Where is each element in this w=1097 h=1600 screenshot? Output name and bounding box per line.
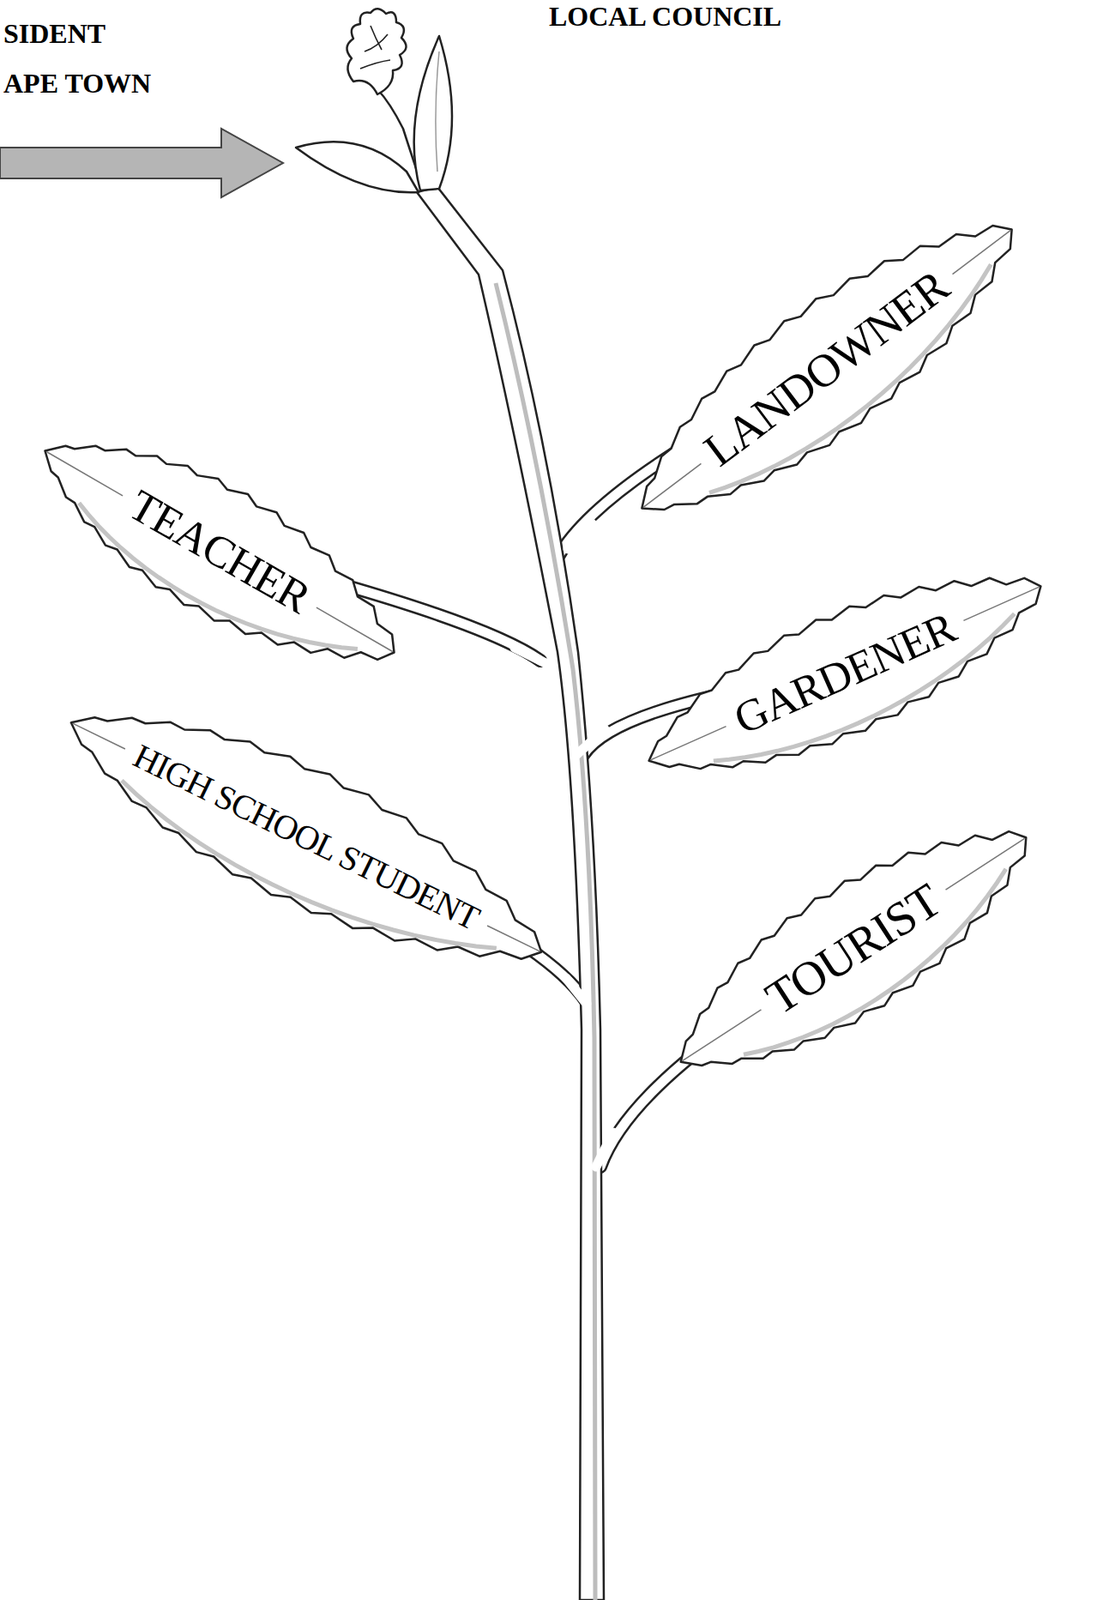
- leaf-shape: GARDENER: [608, 507, 1082, 838]
- caption-label: APE TOWN: [3, 68, 151, 99]
- leaf-midrib: [72, 723, 541, 952]
- leaf-label-box: LANDOWNER: [583, 156, 1071, 583]
- leaf-label: LANDOWNER: [695, 260, 959, 477]
- leaf-shape: LANDOWNER: [583, 156, 1071, 583]
- flower-detail: [360, 25, 391, 69]
- leaf-midrib: [681, 837, 1025, 1061]
- leaf-label-box: TEACHER: [0, 372, 445, 731]
- leaf-edge: [645, 783, 1061, 1116]
- leaf-edge: [624, 530, 1066, 817]
- stalk-join: [596, 1132, 614, 1167]
- top-leaf: [414, 36, 453, 191]
- leaf-shape: TOURIST: [626, 760, 1080, 1139]
- small-leaf: [295, 141, 419, 193]
- leaf-edge: [42, 662, 572, 1013]
- leaf-label-box: HIGH SCHOOL STUDENT: [24, 638, 589, 1037]
- leaf-shading: [736, 868, 1028, 1077]
- leaf-label-box: TOURIST: [626, 760, 1080, 1139]
- leaf-shading: [701, 264, 1014, 513]
- leaf-edge: [603, 178, 1051, 560]
- stalk-join: [514, 647, 549, 665]
- leaf-midrib: [46, 452, 393, 652]
- leaf-midrib: [650, 586, 1039, 760]
- caption-label: LOCAL COUNCIL: [548, 1, 782, 32]
- caption-label: SIDENT: [3, 18, 106, 49]
- leaf-label: HIGH SCHOOL STUDENT: [127, 736, 485, 937]
- stalk-join: [576, 729, 605, 755]
- stalk-joins: [514, 523, 614, 1167]
- pointer-arrow: [0, 128, 284, 198]
- leaf-shading: [109, 768, 497, 986]
- stalk-join: [566, 977, 587, 1004]
- leaf-vein: [435, 51, 440, 172]
- plant-bud: [295, 8, 453, 193]
- flower-cluster: [346, 8, 406, 95]
- leaf-shape: HIGH SCHOOL STUDENT: [24, 638, 589, 1037]
- leaf-midrib: [643, 230, 1011, 508]
- leaf-edge: [12, 395, 427, 708]
- leaf-label: TEACHER: [120, 480, 319, 623]
- leaf-label: TOURIST: [756, 873, 950, 1025]
- leaf-label: GARDENER: [727, 602, 964, 744]
- leaf-label-box: GARDENER: [608, 507, 1082, 838]
- stalk-join: [567, 523, 592, 549]
- leaf-shape: TEACHER: [0, 372, 445, 731]
